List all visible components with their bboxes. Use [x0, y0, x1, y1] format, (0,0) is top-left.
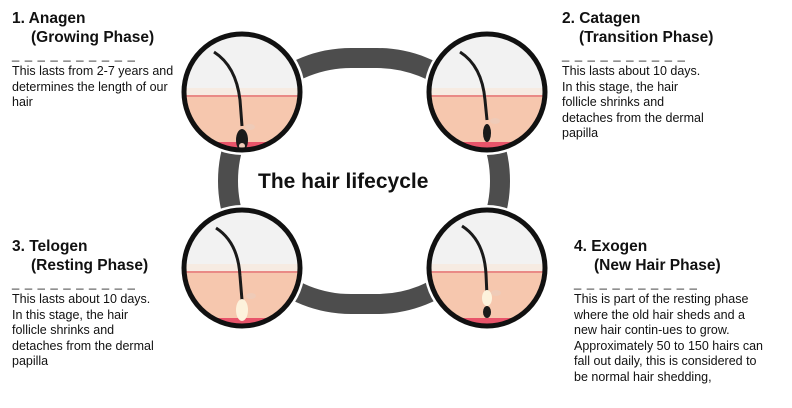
anagen-follicle-illustration: [179, 29, 305, 155]
phase-description: This lasts from 2-7 years and determines…: [12, 64, 174, 109]
phase-description: This is part of the resting phase where …: [574, 292, 763, 384]
phase-exogen: 4. Exogen (New Hair Phase) _ _ _ _ _ _ _…: [574, 237, 774, 385]
phase-title: 2. Catagen (Transition Phase): [562, 9, 742, 47]
separator: _ _ _ _ _ _ _ _ _ _: [12, 47, 136, 62]
phase-anagen: 1. Anagen (Growing Phase) _ _ _ _ _ _ _ …: [12, 9, 182, 111]
lifecycle-ring: [218, 48, 510, 314]
phase-description: This lasts about 10 days. In this stage,…: [12, 292, 154, 368]
separator: _ _ _ _ _ _ _ _ _ _: [12, 275, 136, 290]
phase-catagen: 2. Catagen (Transition Phase) _ _ _ _ _ …: [562, 9, 742, 142]
phase-subtitle: (New Hair Phase): [594, 257, 721, 274]
phase-subtitle: (Resting Phase): [31, 257, 149, 274]
phase-name: 2. Catagen: [562, 10, 641, 27]
phase-name: 4. Exogen: [574, 238, 648, 255]
phase-description: This lasts about 10 days. In this stage,…: [562, 64, 704, 140]
phase-title: 4. Exogen (New Hair Phase): [574, 237, 774, 275]
phase-subtitle: (Transition Phase): [579, 29, 714, 46]
phase-title: 1. Anagen (Growing Phase): [12, 9, 182, 47]
separator: _ _ _ _ _ _ _ _ _ _: [562, 47, 686, 62]
phase-title: 3. Telogen (Resting Phase): [12, 237, 182, 275]
phase-name: 1. Anagen: [12, 10, 86, 27]
phase-telogen: 3. Telogen (Resting Phase) _ _ _ _ _ _ _…: [12, 237, 182, 370]
catagen-follicle-illustration: [424, 29, 550, 155]
exogen-follicle-illustration: [424, 205, 550, 331]
telogen-follicle-illustration: [179, 205, 305, 331]
diagram-title: The hair lifecycle: [258, 170, 429, 193]
phase-name: 3. Telogen: [12, 238, 88, 255]
phase-subtitle: (Growing Phase): [31, 29, 155, 46]
separator: _ _ _ _ _ _ _ _ _ _: [574, 275, 698, 290]
